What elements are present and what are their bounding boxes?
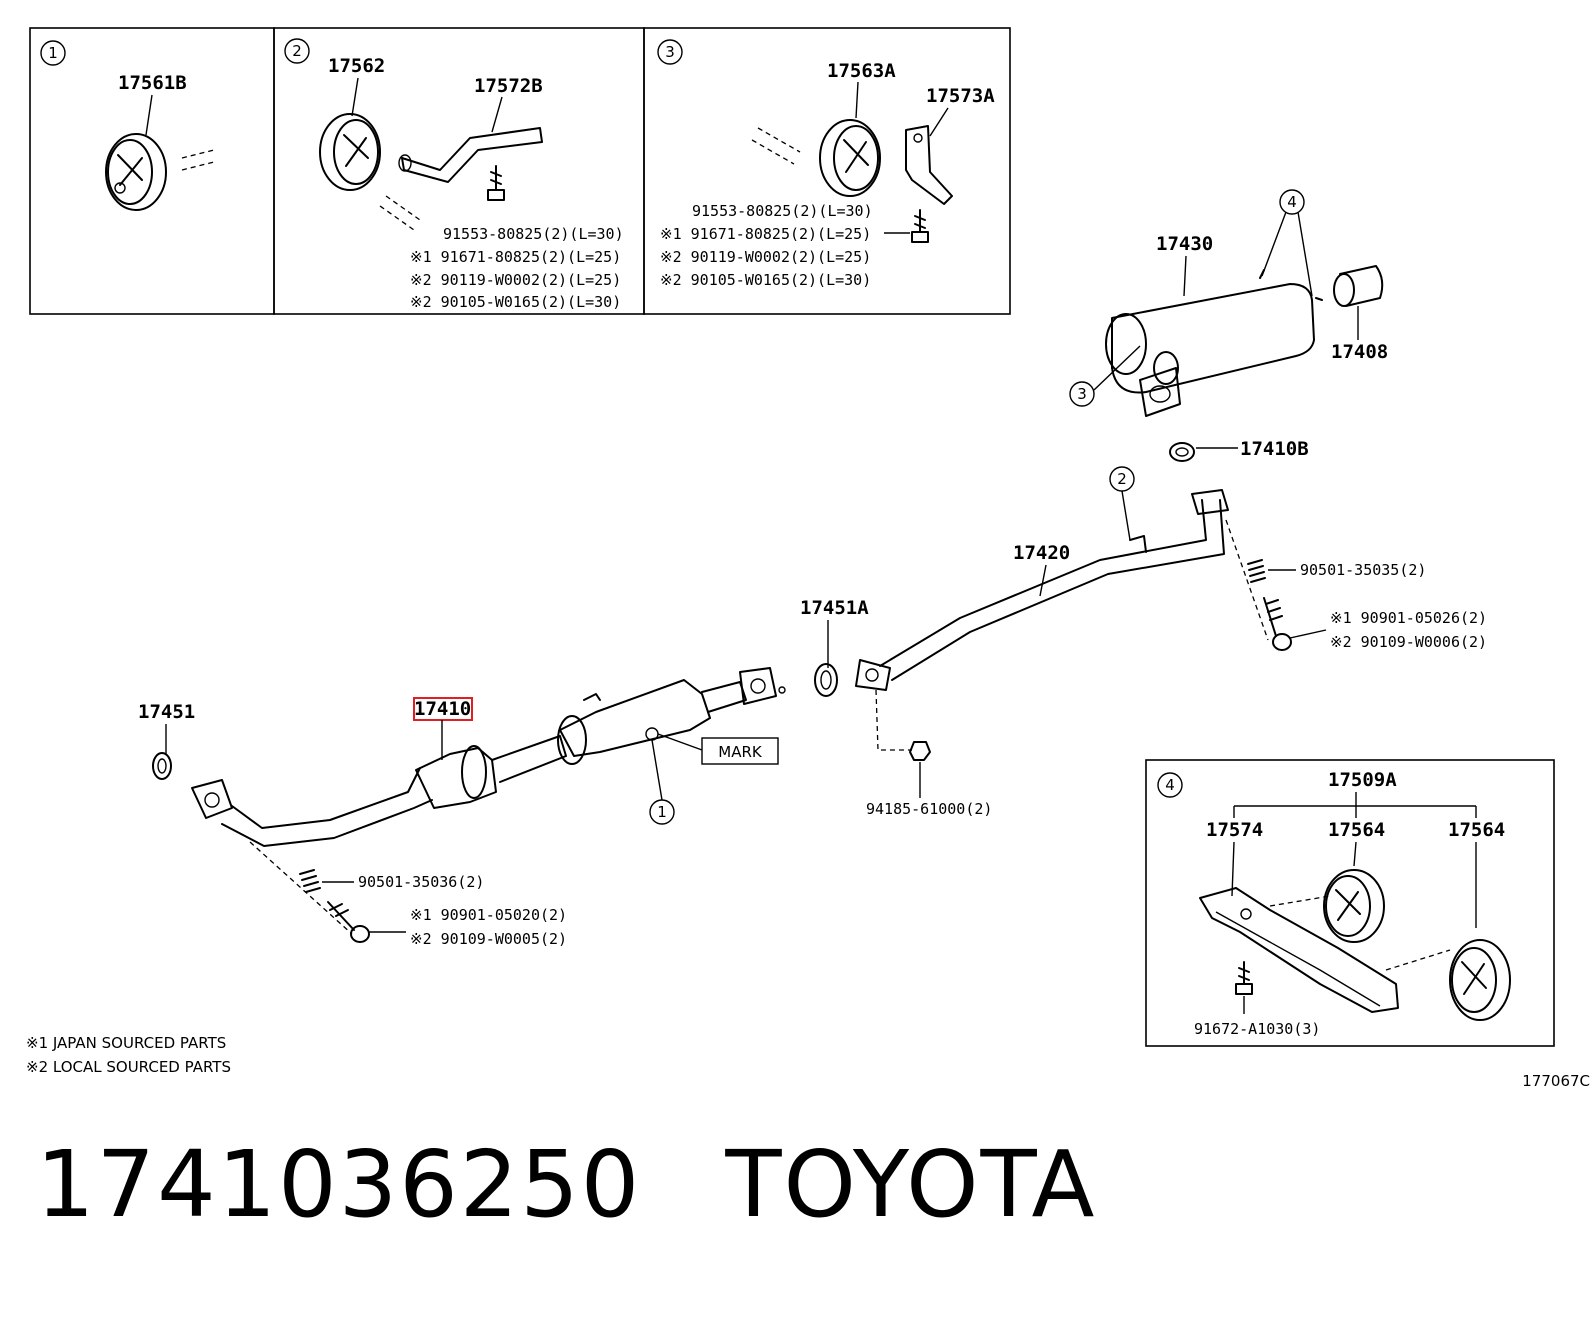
bolt-icon: [487, 165, 505, 201]
svg-text:1: 1: [657, 803, 667, 821]
caption-part-number: 1741036250: [36, 1131, 642, 1238]
ref-line: ※1 91671-80825(2)(L=25): [660, 225, 871, 243]
callout-1: 1: [40, 40, 66, 66]
ref-nut: 94185-61000(2): [866, 800, 992, 818]
svg-text:4: 4: [1287, 193, 1297, 211]
svg-text:2: 2: [1117, 470, 1127, 488]
part-label-17561b: 17561B: [118, 72, 187, 94]
ref-bolt-box4: 91672-A1030(3): [1194, 1020, 1320, 1038]
ref-line: 91553-80825(2)(L=30): [443, 225, 624, 243]
callout-2: 2: [1109, 466, 1135, 492]
part-label-17451a: 17451A: [800, 597, 869, 619]
box3-ref-list: 91553-80825(2)(L=30) ※1 91671-80825(2)(L…: [660, 202, 873, 289]
footnotes: ※1 JAPAN SOURCED PARTS ※2 LOCAL SOURCED …: [26, 1034, 231, 1076]
part-label-17430: 17430: [1156, 233, 1213, 255]
rear-flange-hardware: 90501-35035(2) ※1 90901-05026(2) ※2 9010…: [1225, 519, 1487, 651]
hanger-bracket-icon: [905, 125, 953, 205]
bolt-icon: [1235, 961, 1253, 995]
bolt-icon: [911, 209, 929, 243]
ref-line: ※1 91671-80825(2)(L=25): [410, 248, 621, 266]
ref-spring-rear: 90501-35035(2): [1300, 561, 1426, 579]
footnote: ※2 LOCAL SOURCED PARTS: [26, 1058, 231, 1076]
gasket-17451a: 17451A: [800, 597, 869, 697]
muffler-assembly: 4 17430 3 17408: [1069, 189, 1388, 417]
rubber-hanger-icon: [105, 133, 167, 211]
ref-bolt-rear-1: ※1 90901-05026(2): [1330, 609, 1487, 627]
ref-bolt-front-2: ※2 90109-W0005(2): [410, 930, 567, 948]
inset-box-3: 3 17563A 17573A 91553-80825(2)(L=30) ※1 …: [643, 27, 1011, 315]
part-label-17563a: 17563A: [827, 60, 896, 82]
ref-line: ※2 90119-W0002(2)(L=25): [410, 271, 621, 289]
callout-4: 4: [1157, 772, 1183, 798]
svg-text:2: 2: [292, 42, 302, 60]
ref-line: 91553-80825(2)(L=30): [692, 202, 873, 220]
center-pipe: 2 17420: [855, 466, 1229, 691]
part-label-17408: 17408: [1331, 341, 1388, 363]
gasket-17451: 17451: [138, 701, 195, 780]
svg-text:4: 4: [1165, 776, 1175, 794]
part-caption: 1741036250 TOYOTA: [36, 1130, 1181, 1240]
callout-1: 1: [649, 739, 675, 825]
mark-label: MARK: [718, 743, 763, 761]
part-label-17564: 17564: [1448, 819, 1505, 841]
flange-nut: 94185-61000(2): [866, 689, 992, 818]
hanger-bracket-icon: [1199, 887, 1399, 1013]
highlight-box: [413, 697, 473, 721]
rubber-hanger-icon: [1449, 939, 1511, 1021]
callout-3: 3: [1069, 381, 1095, 407]
svg-text:3: 3: [665, 43, 675, 61]
rubber-hanger-icon: [1323, 869, 1385, 943]
ref-bolt-front-1: ※1 90901-05020(2): [410, 906, 567, 924]
svg-text:3: 3: [1077, 385, 1087, 403]
ref-line: ※2 90105-W0165(2)(L=30): [660, 271, 871, 289]
svg-text:1: 1: [48, 44, 58, 62]
rubber-hanger-icon: [819, 119, 881, 197]
tail-pipe-tip-icon: [1333, 265, 1384, 307]
caption-brand: TOYOTA: [725, 1131, 1097, 1238]
part-label-17573a: 17573A: [926, 85, 995, 107]
part-label-17410: 17410: [414, 698, 471, 720]
part-label-17572b: 17572B: [474, 75, 543, 97]
ref-bolt-rear-2: ※2 90109-W0006(2): [1330, 633, 1487, 651]
ref-line: ※2 90119-W0002(2)(L=25): [660, 248, 871, 266]
part-label-17410b: 17410B: [1240, 438, 1309, 460]
callout-4: 4: [1279, 189, 1305, 215]
inset-box-4: 4 17509A 17574 17564 17564 9: [1145, 759, 1555, 1047]
rubber-hanger-icon: [319, 113, 381, 191]
callout-3: 3: [657, 39, 683, 65]
figure-id: 177067C: [1522, 1072, 1590, 1090]
part-label-17564: 17564: [1328, 819, 1385, 841]
gasket-17410b: 17410B: [1169, 438, 1309, 462]
ref-spring-front: 90501-35036(2): [358, 873, 484, 891]
part-label-17574: 17574: [1206, 819, 1263, 841]
box2-ref-list: 91553-80825(2)(L=30) ※1 91671-80825(2)(L…: [410, 225, 624, 311]
front-flange-hardware: 90501-35036(2) ※1 90901-05020(2) ※2 9010…: [249, 841, 567, 948]
front-pipe-17410: 17410 MARK 1: [191, 667, 786, 847]
inset-box-1: 1 17561B: [29, 27, 275, 315]
part-label-17451: 17451: [138, 701, 195, 723]
callout-2: 2: [284, 38, 310, 64]
part-label-17420: 17420: [1013, 542, 1070, 564]
ref-line: ※2 90105-W0165(2)(L=30): [410, 293, 621, 311]
hanger-bracket-icon: [398, 127, 543, 183]
part-label-17509a: 17509A: [1328, 769, 1397, 791]
inset-box-2: 2 17562 17572B 91553-80825(2)(L=30) ※1 9…: [273, 27, 645, 315]
footnote: ※1 JAPAN SOURCED PARTS: [26, 1034, 226, 1052]
part-label-17562: 17562: [328, 55, 385, 77]
